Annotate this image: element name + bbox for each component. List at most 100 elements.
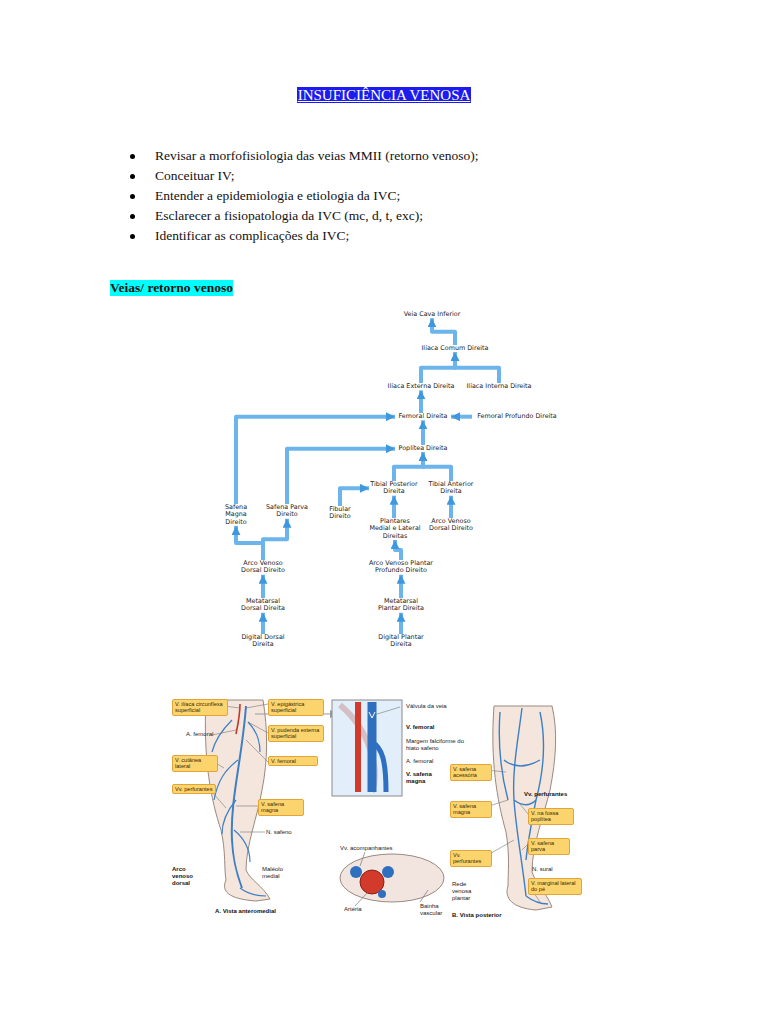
flow-node: Arco Venoso Plantar Profundo Direito (368, 560, 434, 575)
leader-line (240, 832, 265, 833)
flow-node: Femoral Direita (395, 413, 451, 420)
bullet-item: Entender a epidemiologia e etiologia da … (155, 188, 400, 204)
flow-arrow (419, 390, 423, 413)
flow-arrow (455, 352, 499, 383)
flow-node: Tibial Anterior Direita (426, 481, 476, 496)
node-text: Arco Venoso Plantar Profundo Direito (368, 560, 434, 575)
figure-label: V. epigástrica superficial (268, 699, 324, 716)
bullet-item: Identificar as complicações da IVC; (155, 228, 349, 244)
femoral-vessel (236, 704, 240, 734)
flow-node: Fibular Direito (325, 506, 355, 521)
flow-node: Arco Venoso Dorsal Direito (238, 560, 288, 575)
figure-label: V. safena acessória (450, 764, 492, 781)
flow-arrow (399, 575, 403, 598)
section-heading: Veias/ retorno venoso (110, 280, 233, 296)
figure-label: A. femoral (186, 731, 213, 738)
vein (499, 708, 548, 904)
node-text: Femoral Direita (395, 413, 451, 420)
flow-node: Digital Dorsal Direita (240, 634, 286, 649)
artery-section (360, 870, 384, 894)
figure-label: B. Vista posterior (452, 912, 502, 919)
figure-label: V. safena parva (528, 838, 570, 855)
figure-label: Válvula da veia (406, 703, 450, 710)
figure-label: V. femoral (268, 756, 318, 766)
vein-section (378, 890, 386, 898)
figure-label: Rede venosa plantar (452, 881, 484, 902)
vein-section (382, 866, 394, 878)
node-text: Ilíaca Externa Direita (383, 383, 459, 390)
leader-line (360, 852, 365, 866)
flow-arrow (340, 488, 369, 506)
flow-node: Ilíaca Externa Direita (383, 383, 459, 390)
flow-arrow (394, 452, 423, 481)
node-text: Veia Cava Inferior (395, 311, 469, 318)
leader-line (248, 722, 268, 733)
leader-line (246, 704, 268, 708)
flow-arrow (261, 575, 265, 598)
great-saphenous (372, 742, 386, 792)
figure-label: V. safena magna (258, 799, 304, 816)
flow-node: Femoral Profundo Direita (472, 413, 562, 420)
femoral-vein (368, 702, 377, 792)
title-bar: INSUFICIÊNCIA VENOSA (0, 86, 768, 104)
leader-line (420, 890, 428, 902)
leader-line (520, 804, 528, 814)
flow-node: Plantares Medial e Lateral Direitas (369, 518, 421, 540)
flow-node: Tibial Posterior Direita (369, 481, 419, 496)
figure-label: V. femoral (406, 724, 434, 731)
bullet-dot (130, 214, 135, 219)
flow-node: Ilíaca Comum Direita (414, 345, 496, 352)
figure-label: V. marginal lateral do pé (528, 878, 582, 895)
bullet-item: Conceituar IV; (155, 168, 235, 184)
flow-arrow (263, 519, 287, 560)
figure-label: V. safena magna (406, 771, 444, 785)
vein (232, 706, 246, 888)
flow-node: Poplítea Direita (395, 445, 451, 452)
figure-label: V. na fossa poplítea (528, 808, 574, 825)
figure-label: Vv. acompanhantes (340, 845, 393, 852)
bullet-dot (130, 154, 135, 159)
bullet-item: Revisar a morfofisiologia das veias MMII… (155, 148, 479, 164)
leader-line (212, 730, 236, 735)
figure-label: A. Vista anteromedial (215, 908, 276, 915)
figure-label: Bainha vascular (420, 903, 456, 917)
leader-line (236, 806, 258, 807)
flow-arrow (261, 613, 265, 634)
flow-arrow (392, 496, 396, 518)
figure-label: V. pudenda externa superficial (268, 725, 324, 742)
flow-node: Safena Magna Direito (214, 504, 258, 526)
figure-label: Maléolo medial (262, 866, 296, 880)
node-text: Tibial Posterior Direita (369, 481, 419, 496)
leader-line (355, 892, 368, 906)
node-text: Digital Plantar Direita (376, 634, 426, 649)
flow-node: Metatarsal Plantar Direita (373, 598, 429, 613)
flow-arrow (421, 420, 425, 445)
flow-arrow (399, 613, 403, 634)
figure-label: Vv. perfurantes (524, 791, 567, 798)
flow-arrow (421, 352, 455, 383)
flow-node: Veia Cava Inferior (395, 311, 469, 318)
inset-frame (332, 700, 402, 796)
flow-arrow (395, 540, 401, 560)
flow-arrow (451, 415, 472, 419)
flow-node: Safena Parva Direito (265, 504, 309, 519)
valve (369, 712, 375, 718)
node-text: Arco Venoso Dorsal Direito (238, 560, 288, 575)
vein-section (350, 866, 362, 878)
leader-line (246, 740, 268, 762)
flow-arrow (236, 526, 263, 560)
node-text: Ilíaca Comum Direita (414, 345, 496, 352)
figure-label: V. ilíaca circunflexa superficial (172, 699, 228, 716)
node-text: Arco Venoso Dorsal Direito (426, 518, 476, 533)
figure-label: N. sural (532, 866, 553, 873)
figure-label: V. safena magna (450, 801, 492, 818)
flow-arrow (449, 496, 453, 518)
figure-label: A. femoral (406, 758, 433, 765)
figure-label: Vv. perfurantes (450, 850, 492, 867)
node-text: Femoral Profundo Direita (472, 413, 562, 420)
node-text: Ilíaca Interna Direita (461, 383, 537, 390)
figure-label: N. safeno (266, 829, 292, 836)
flow-node: Arco Venoso Dorsal Direito (426, 518, 476, 533)
bullet-dot (130, 194, 135, 199)
